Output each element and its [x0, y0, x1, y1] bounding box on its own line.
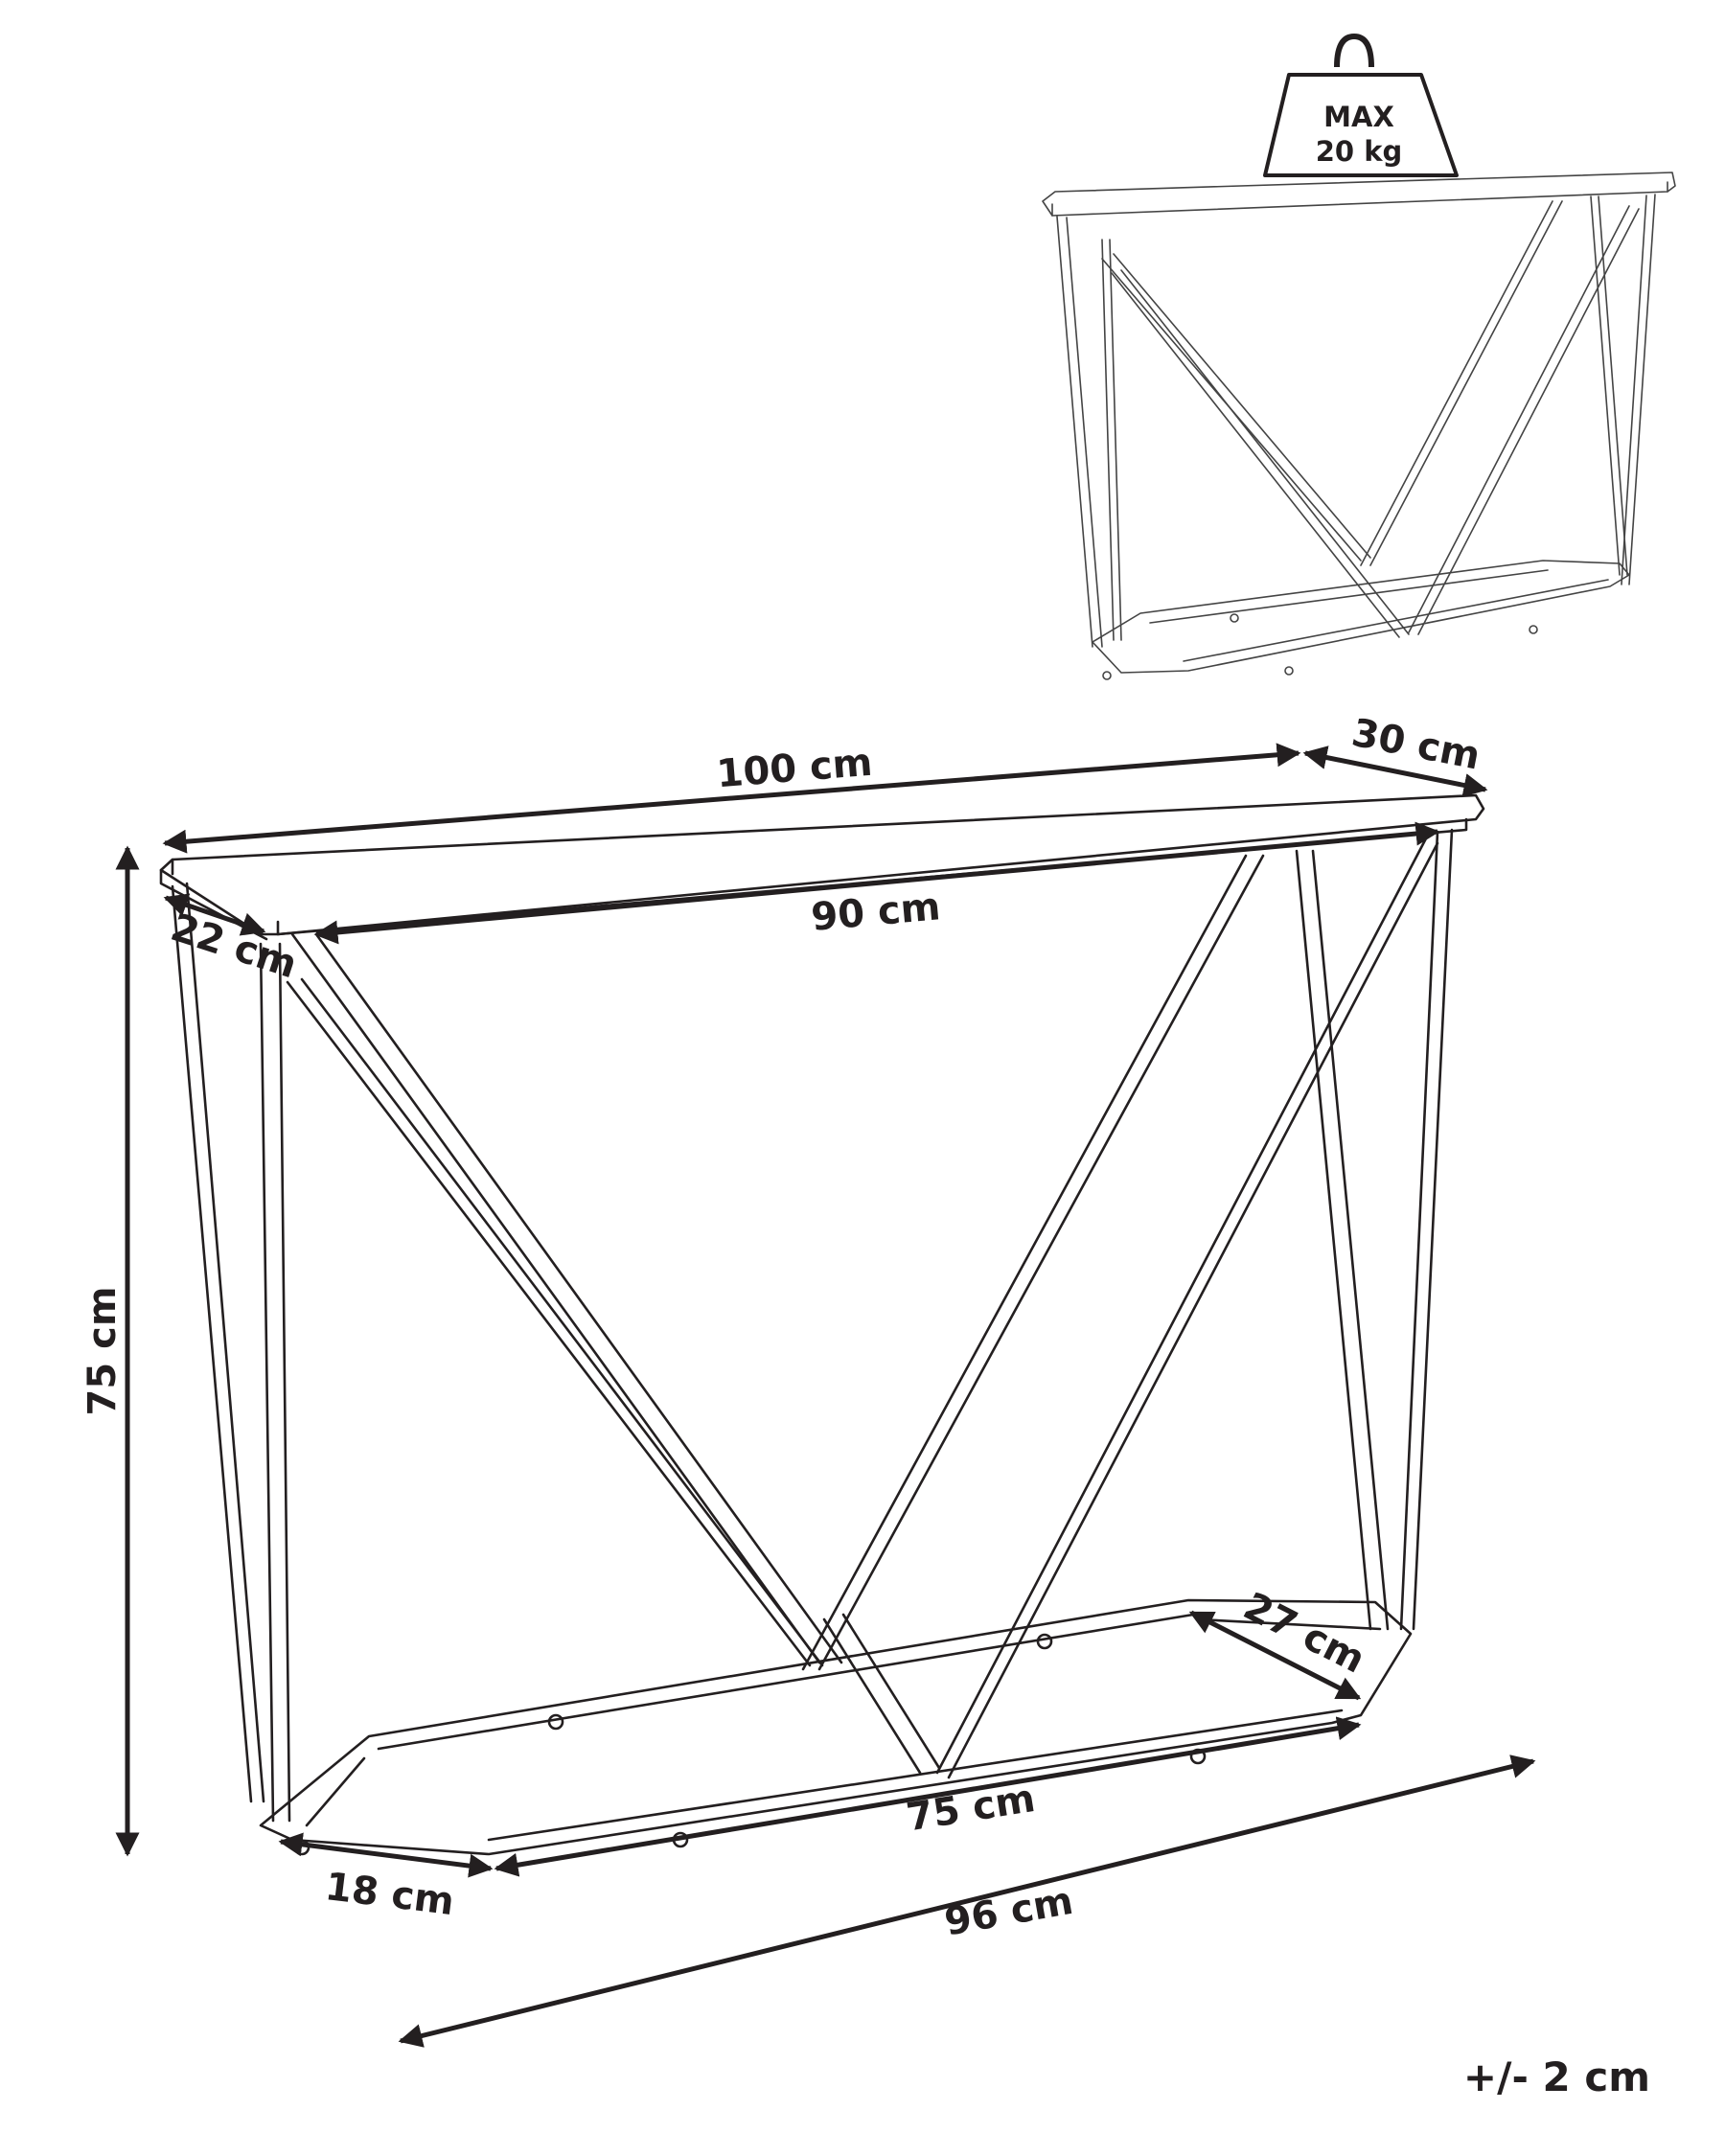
tolerance-note: +/- 2 cm	[1463, 2053, 1650, 2100]
reference-right-leg	[1621, 194, 1656, 585]
diagonal-center	[801, 854, 1265, 1671]
right-inner-leg	[1295, 849, 1390, 1631]
base-foot	[547, 1713, 564, 1731]
label-base-side: 18 cm	[323, 1865, 457, 1924]
dimension-arrow-side-depth	[163, 893, 266, 936]
label-height: 75 cm	[80, 1287, 125, 1416]
diagonal-left-front	[290, 932, 843, 1664]
diagonal-right	[935, 837, 1439, 1779]
dimension-arrow-base-depth	[1188, 1610, 1362, 1701]
label-base-length: 96 cm	[941, 1879, 1076, 1945]
label-inner-length: 90 cm	[810, 884, 942, 940]
left-outer-leg	[171, 882, 265, 1803]
left-inner-leg	[259, 942, 291, 1823]
weight-badge: MAX 20 kg	[1263, 33, 1459, 177]
console-table-drawing	[159, 793, 1485, 1856]
diagonal-left-back	[286, 977, 824, 1667]
dimension-arrow-base-length	[398, 1755, 1536, 2048]
weight-handle-icon	[1334, 33, 1374, 68]
reference-left-leg	[1056, 216, 1103, 648]
dimension-arrow-inner-length	[313, 821, 1440, 945]
reference-base	[1092, 560, 1630, 674]
right-outer-leg	[1399, 828, 1454, 1631]
weight-limit-value: 20 kg	[1316, 135, 1403, 168]
reference-table-top	[1042, 172, 1676, 217]
dimension-arrow-top-depth	[1302, 745, 1488, 797]
base-foot	[1036, 1633, 1053, 1650]
dimension-lines	[115, 743, 1536, 2048]
reference-view: MAX 20 kg	[1042, 33, 1676, 680]
weight-max-label: MAX	[1323, 101, 1394, 133]
label-top-depth: 30 cm	[1348, 711, 1484, 779]
weight-icon	[1263, 73, 1459, 177]
